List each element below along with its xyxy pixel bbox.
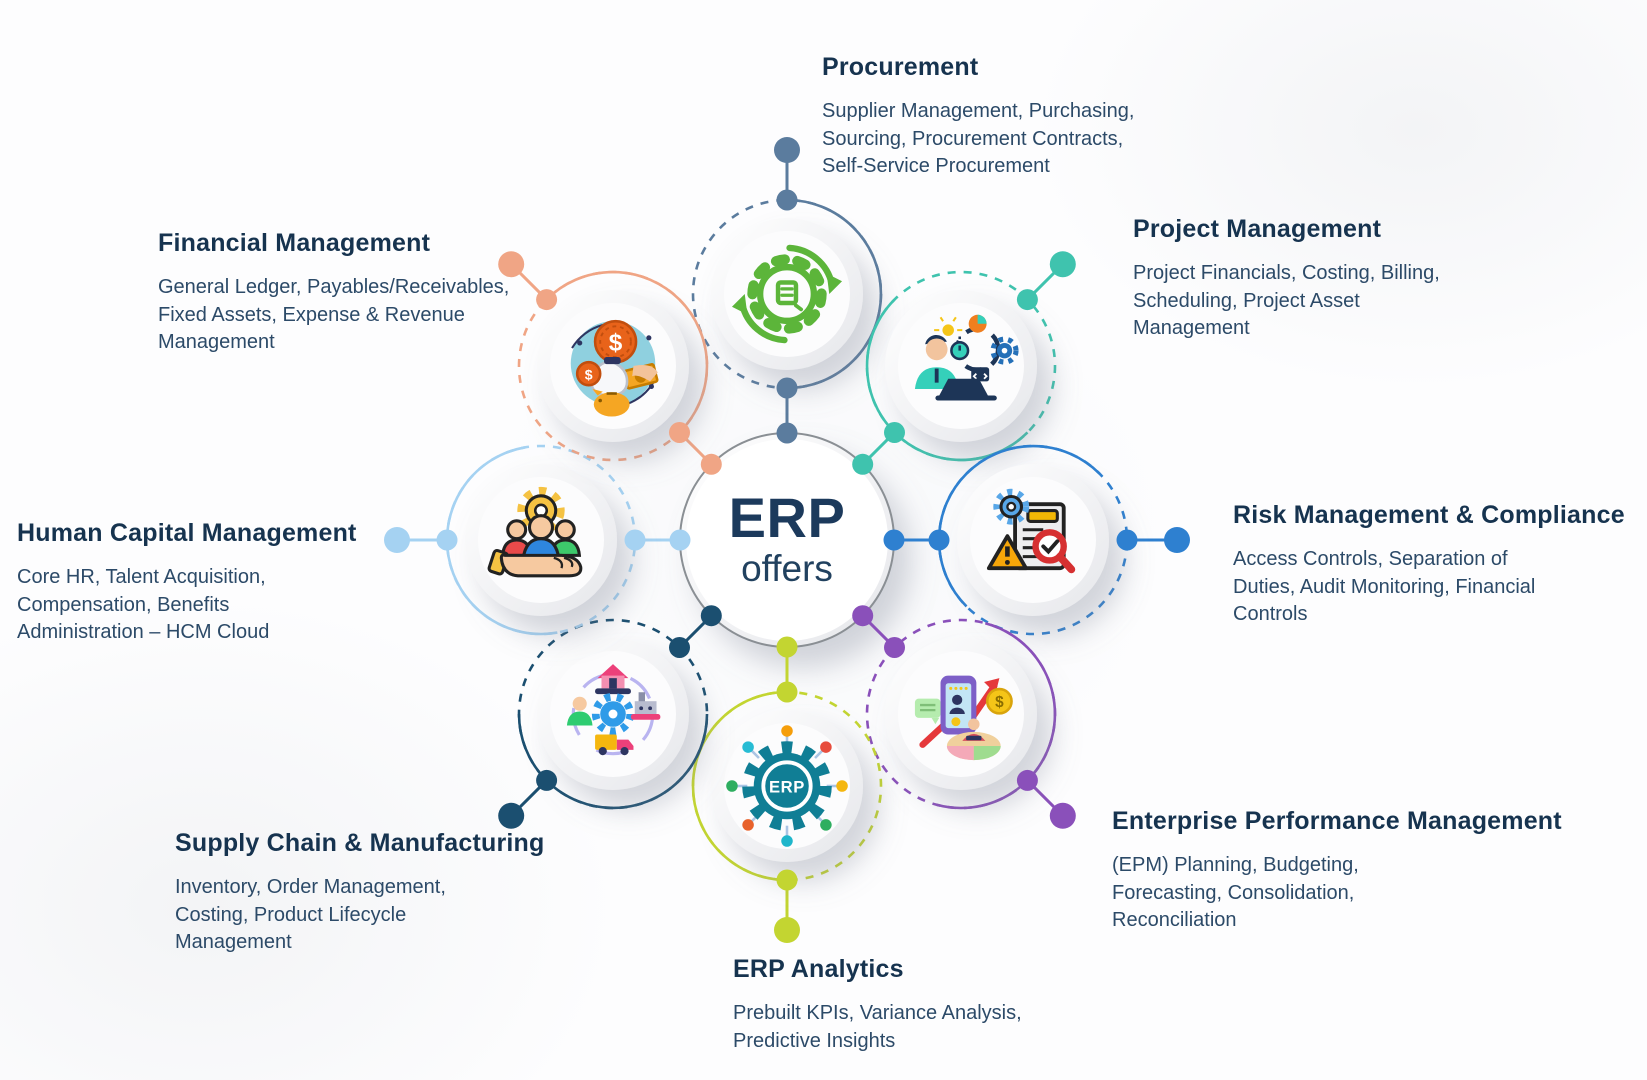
analytics-erp-gear-icon: ERP [726, 725, 848, 847]
module-title: Risk Management & Compliance [1233, 501, 1625, 529]
money-bag-coins-icon: $ $ [570, 319, 659, 417]
module-desc-line: General Ledger, Payables/Receivables, [158, 276, 510, 298]
module-title: Supply Chain & Manufacturing [175, 829, 545, 857]
risk-audit-document-icon [986, 488, 1076, 574]
module-ring-project-management [852, 251, 1076, 475]
module-desc-line: Self-Service Procurement [822, 155, 1050, 177]
center-subtitle: offers [741, 548, 833, 589]
module-desc-line: Management [175, 931, 292, 953]
module-desc-line: Administration – HCM Cloud [17, 621, 270, 643]
module-text-risk-management: Risk Management & Compliance Access Cont… [1233, 500, 1633, 629]
module-desc-line: Compensation, Benefits [17, 593, 230, 616]
module-desc-line: Reconciliation [1112, 909, 1237, 931]
module-desc-line: Management [158, 331, 275, 353]
module-text-financial: Financial Management General Ledger, Pay… [158, 228, 558, 357]
module-desc-line: Inventory, Order Management, [175, 876, 446, 898]
module-text-supply-chain: Supply Chain & Manufacturing Inventory, … [175, 828, 575, 957]
module-desc-line: Predictive Insights [733, 1029, 896, 1052]
module-desc-line: Management [1133, 317, 1250, 339]
module-desc-line: Access Controls, Separation of [1233, 548, 1508, 570]
module-title: Project Management [1133, 215, 1382, 243]
module-desc-line: Prebuilt KPIs, Variance Analysis, [733, 1002, 1022, 1024]
module-desc-line: Costing, Product Lifecycle [175, 903, 407, 926]
module-text-hcm: Human Capital Management Core HR, Talent… [17, 518, 387, 647]
module-text-project-management: Project Management Project Financials, C… [1133, 214, 1473, 343]
module-title: Human Capital Management [17, 519, 357, 547]
module-desc-line: Supplier Management, Purchasing, [822, 100, 1135, 122]
module-desc-line: Sourcing, Procurement Contracts, [822, 127, 1124, 150]
module-desc-line: Scheduling, Project Asset [1133, 289, 1360, 312]
module-title: Financial Management [158, 229, 431, 257]
module-text-erp-analytics: ERP Analytics Prebuilt KPIs, Variance An… [733, 954, 1093, 1055]
module-desc-line: Core HR, Talent Acquisition, [17, 566, 266, 588]
module-desc-line: Project Financials, Costing, Billing, [1133, 262, 1440, 284]
svg-text:ERP: ERP [769, 777, 805, 796]
module-desc-line: Fixed Assets, Expense & Revenue [158, 303, 465, 326]
procurement-gear-cart-icon [731, 244, 843, 344]
epm-phone-growth-icon: $ [914, 675, 1013, 761]
module-desc-line: Forecasting, Consolidation, [1112, 881, 1355, 904]
module-desc-line: (EPM) Planning, Budgeting, [1112, 854, 1359, 876]
svg-text:$: $ [585, 366, 593, 382]
hand-holding-people-icon [487, 486, 583, 578]
svg-text:$: $ [995, 694, 1004, 711]
supply-chain-cycle-icon [566, 664, 661, 756]
module-title: ERP Analytics [733, 955, 904, 983]
svg-text:$: $ [609, 330, 623, 357]
module-text-epm: Enterprise Performance Management (EPM) … [1112, 806, 1582, 935]
module-desc-line: Duties, Audit Monitoring, Financial [1233, 575, 1536, 598]
center-title: ERP [728, 486, 846, 549]
module-title: Enterprise Performance Management [1112, 807, 1562, 835]
module-desc-line: Controls [1233, 603, 1308, 625]
project-manager-laptop-icon [914, 314, 1019, 401]
module-title: Procurement [822, 53, 979, 81]
module-text-procurement: Procurement Supplier Management, Purchas… [822, 52, 1162, 181]
center-hub-label: ERP offers [680, 433, 894, 647]
